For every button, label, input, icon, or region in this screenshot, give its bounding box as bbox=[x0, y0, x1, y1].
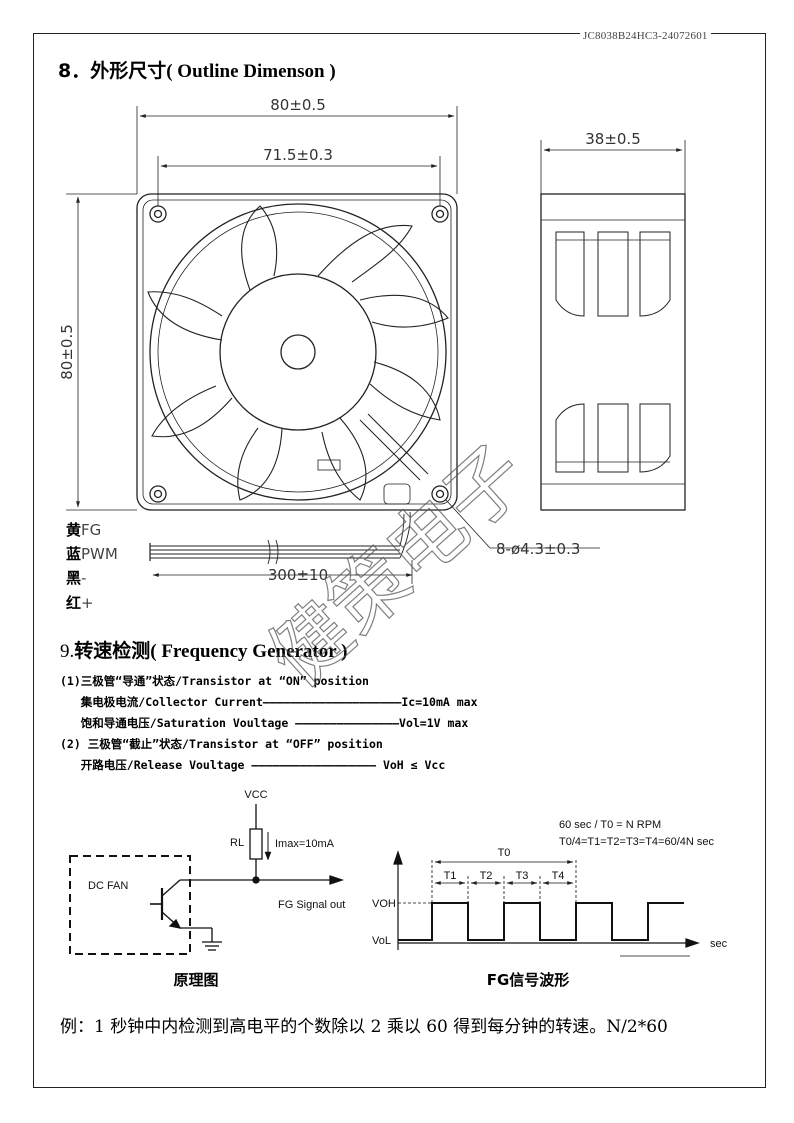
dim-lead-length-label: 300±10 bbox=[268, 566, 328, 584]
section-8-title-en: ( Outline Dimenson ) bbox=[166, 61, 336, 82]
fg-signal-label: FG Signal out bbox=[278, 899, 345, 911]
dim-height-outer bbox=[66, 193, 137, 511]
spec-line-release-voltage: 开路电压/Release Voultage ——————————————————… bbox=[60, 758, 446, 772]
hole-callout bbox=[445, 499, 600, 549]
vol-label: VoL bbox=[372, 935, 391, 947]
t2-label: T2 bbox=[480, 870, 493, 882]
fg-waveform bbox=[393, 850, 700, 957]
spec-line-saturation-voltage: 饱和导通电压/Saturation Voultage —————————————… bbox=[60, 716, 469, 730]
wire-label-positive: 红+ bbox=[66, 594, 94, 612]
dim-depth bbox=[540, 140, 686, 194]
dim-width-outer-label: 80±0.5 bbox=[270, 96, 326, 114]
imax-label: Imax=10mA bbox=[275, 838, 335, 850]
dc-fan-label: DC FAN bbox=[88, 880, 128, 892]
dim-lead-length bbox=[152, 560, 413, 584]
document-id: JC8038B24HC3-24072601 bbox=[580, 30, 711, 42]
formula-period: T0/4=T1=T2=T3=T4=60/4N sec bbox=[559, 836, 715, 848]
section-8-title: 8．外形尺寸( Outline Dimenson ) bbox=[58, 56, 336, 83]
spec-line-collector-current: 集电极电流/Collector Current—————————————————… bbox=[60, 695, 478, 709]
example-note: 例：1 秒钟中内检测到高电平的个数除以 2 乘以 60 得到每分钟的转速。N/2… bbox=[60, 1017, 668, 1037]
wire-labels: 黄FG 蓝PWM 黑- 红+ bbox=[66, 521, 118, 612]
circuit-diagram bbox=[69, 804, 345, 955]
dim-width-holes-label: 71.5±0.3 bbox=[263, 146, 333, 164]
section-9-number: 9. bbox=[60, 641, 75, 662]
t4-label: T4 bbox=[552, 870, 565, 882]
lead-wires bbox=[149, 511, 411, 565]
section-9-title-cn: 转速检测 bbox=[74, 640, 151, 662]
t3-label: T3 bbox=[516, 870, 529, 882]
section-9-title: 9.转速检测( Frequency Generator ) bbox=[60, 636, 347, 663]
circuit-caption: 原理图 bbox=[173, 971, 218, 989]
rl-label: RL bbox=[230, 837, 244, 849]
sec-label: sec bbox=[710, 938, 728, 950]
vcc-label: VCC bbox=[244, 789, 267, 801]
waveform-caption: FG信号波形 bbox=[487, 971, 570, 989]
spec-line-off-state: (2) 三极管“截止”状态/Transistor at “OFF” positi… bbox=[60, 737, 383, 751]
voh-label: VOH bbox=[372, 898, 396, 910]
section-8-title-cn: 8．外形尺寸 bbox=[58, 60, 167, 82]
wire-label-fg: 黄FG bbox=[66, 521, 101, 539]
formula-rpm: 60 sec / T0 = N RPM bbox=[559, 819, 661, 831]
dim-height-outer-label: 80±0.5 bbox=[58, 324, 76, 380]
section-9-title-en: ( Frequency Generator ) bbox=[150, 641, 348, 662]
spec-line-on-state: (1)三极管“导通”状态/Transistor at “ON” position bbox=[60, 674, 369, 688]
page-frame bbox=[33, 33, 766, 1088]
fan-side-view bbox=[540, 193, 686, 511]
wire-label-negative: 黑- bbox=[66, 569, 86, 587]
dim-width-outer bbox=[136, 106, 458, 194]
t0-label: T0 bbox=[498, 847, 511, 859]
wire-label-pwm: 蓝PWM bbox=[66, 545, 118, 563]
fan-front-view bbox=[136, 193, 458, 511]
dim-width-holes bbox=[157, 156, 441, 206]
dim-depth-label: 38±0.5 bbox=[585, 130, 641, 148]
hole-callout-label: 8-ø4.3±0.3 bbox=[496, 540, 580, 558]
t1-label: T1 bbox=[444, 870, 457, 882]
